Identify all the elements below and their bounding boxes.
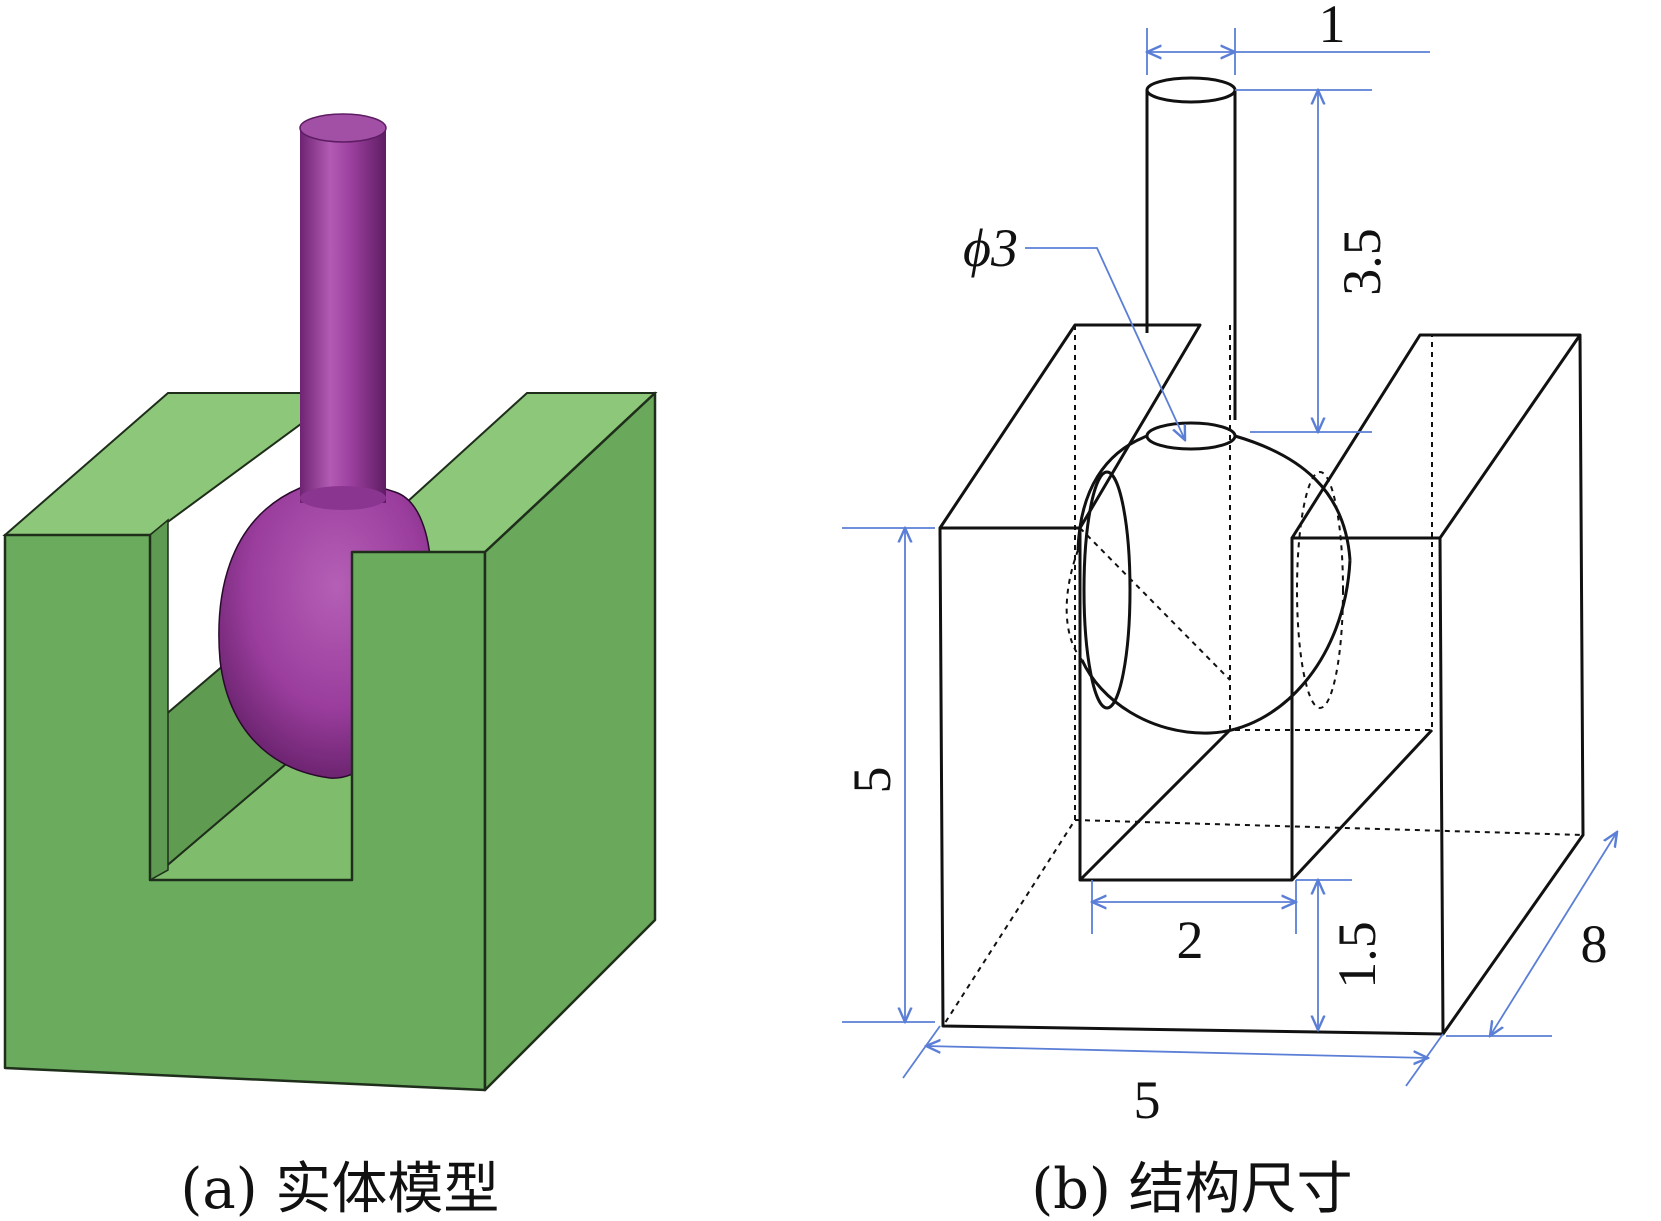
dim-ball-diameter: ϕ3 (963, 218, 1018, 278)
solid-model-panel (2, 113, 658, 1092)
left-prong-inner-face (149, 518, 169, 882)
dim-slot-width: 2 (1177, 910, 1204, 970)
block-right-face (483, 391, 657, 1092)
sphere-cut-left (1082, 470, 1132, 710)
dim-block-depth: 8 (1581, 914, 1608, 974)
dim-block-height: 5 (842, 767, 902, 794)
rod (300, 128, 386, 503)
caption-structural-dimensions: (b) 结构尺寸 (1031, 1157, 1352, 1221)
dim-block-width: 5 (1134, 1070, 1161, 1130)
dim-rod-diameter: 1 (1319, 0, 1346, 54)
dim-rod-length: 3.5 (1332, 228, 1392, 296)
dim-slot-bottom-thickness: 1.5 (1327, 921, 1387, 989)
rod-top-outline (1145, 76, 1237, 104)
block-front-face (3, 533, 487, 1092)
rod-top-cap (299, 113, 387, 143)
rod-bottom-outline (1145, 421, 1237, 451)
sphere-cut-right (1296, 471, 1344, 709)
dimension-drawing-panel: 1 3.5 ϕ3 5 2 1.5 8 5 (842, 0, 1617, 1130)
rod-neck (300, 486, 386, 510)
caption-solid-model: (a) 实体模型 (181, 1157, 500, 1221)
